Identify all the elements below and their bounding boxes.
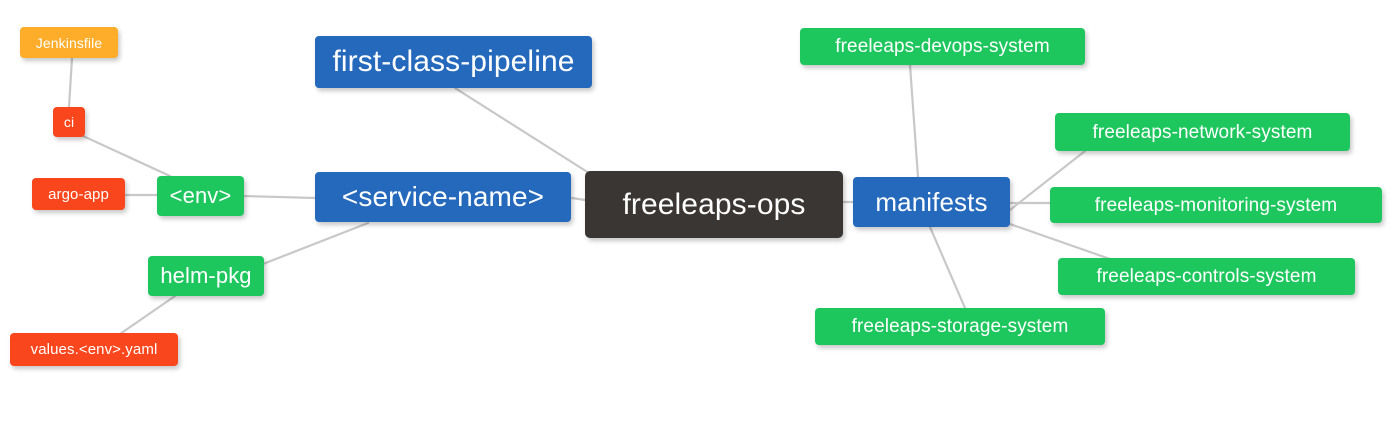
- node-label: freeleaps-devops-system: [835, 36, 1050, 57]
- node-label: freeleaps-network-system: [1092, 121, 1313, 143]
- edge-root-service-name: [570, 196, 587, 202]
- node-env[interactable]: <env>: [157, 176, 244, 216]
- node-label: <service-name>: [341, 181, 545, 212]
- node-ci[interactable]: ci: [53, 107, 85, 137]
- edge-manifests-devops-system: [908, 63, 920, 179]
- node-freeleaps-monitoring-system[interactable]: freeleaps-monitoring-system: [1050, 187, 1382, 223]
- node-label: freeleaps-controls-system: [1096, 266, 1317, 287]
- node-label: freeleaps-ops: [622, 187, 806, 221]
- node-label: Jenkinsfile: [35, 34, 103, 51]
- edge-service-name-helm-pkg: [261, 221, 370, 266]
- node-label: ci: [63, 114, 75, 130]
- node-service-name[interactable]: <service-name>: [315, 172, 571, 222]
- node-label: freeleaps-monitoring-system: [1094, 194, 1338, 216]
- node-freeleaps-controls-system[interactable]: freeleaps-controls-system: [1058, 258, 1355, 295]
- node-label: manifests: [875, 187, 988, 217]
- node-freeleaps-ops[interactable]: freeleaps-ops: [585, 171, 843, 238]
- edge-ci-jenkinsfile: [67, 56, 74, 109]
- node-helm-pkg[interactable]: helm-pkg: [148, 256, 264, 296]
- edge-manifests-controls-system: [1005, 221, 1112, 261]
- edge-service-name-env: [241, 194, 317, 200]
- edge-root-first-class-pipeline: [453, 86, 602, 182]
- node-label: freeleaps-storage-system: [851, 316, 1069, 337]
- node-argo-app[interactable]: argo-app: [32, 178, 125, 210]
- node-manifests[interactable]: manifests: [853, 177, 1010, 227]
- edge-env-ci: [81, 134, 172, 178]
- node-label: helm-pkg: [160, 263, 252, 288]
- node-first-class-pipeline[interactable]: first-class-pipeline: [315, 36, 592, 88]
- node-label: values.<env>.yaml: [30, 341, 158, 358]
- node-freeleaps-network-system[interactable]: freeleaps-network-system: [1055, 113, 1350, 151]
- node-jenkinsfile[interactable]: Jenkinsfile: [20, 27, 118, 58]
- edge-manifests-storage-system: [928, 225, 967, 310]
- node-label: argo-app: [48, 185, 109, 203]
- edge-helm-pkg-values-yaml: [118, 294, 177, 336]
- node-values-env-yaml[interactable]: values.<env>.yaml: [10, 333, 178, 366]
- node-label: <env>: [169, 183, 232, 208]
- node-label: first-class-pipeline: [332, 45, 575, 78]
- node-freeleaps-storage-system[interactable]: freeleaps-storage-system: [815, 308, 1105, 345]
- node-freeleaps-devops-system[interactable]: freeleaps-devops-system: [800, 28, 1085, 65]
